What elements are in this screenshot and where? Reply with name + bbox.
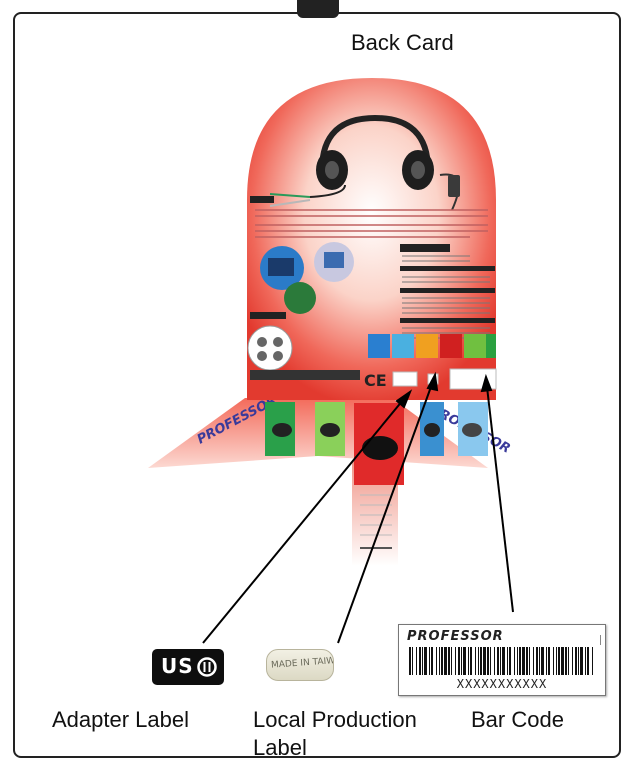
adapter-badge-text: US	[161, 654, 194, 678]
barcode-icon	[409, 647, 595, 675]
local-production-sticker-text: MADE IN TAIWAN	[271, 655, 334, 670]
bar-code-caption: Bar Code	[471, 707, 564, 733]
diagram-title: Back Card	[351, 30, 454, 56]
barcode-number: XXXXXXXXXXX	[399, 677, 605, 691]
barcode-card: PROFESSOR XXXXXXXXXXX	[398, 624, 606, 696]
local-production-sticker: MADE IN TAIWAN	[266, 649, 334, 681]
local-production-caption-line1: Local Production	[253, 707, 417, 733]
ul-mark-icon	[197, 657, 217, 677]
barcode-brand: PROFESSOR	[407, 629, 504, 644]
adapter-badge: US	[152, 649, 224, 685]
local-production-caption-line2: Label	[253, 735, 307, 761]
adapter-label-caption: Adapter Label	[52, 707, 189, 733]
ce-mark-icon: CE	[364, 371, 387, 390]
barcode-card-mark	[600, 635, 601, 645]
